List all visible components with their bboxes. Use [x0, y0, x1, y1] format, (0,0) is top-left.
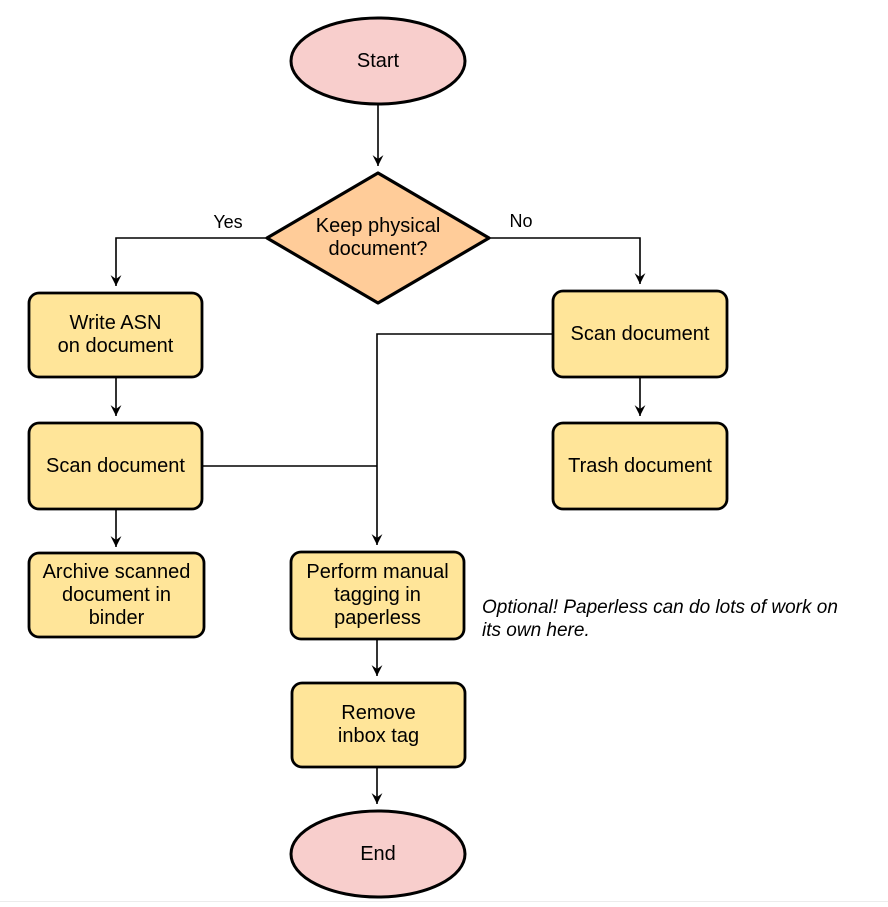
- tagging-node-label: Perform manual tagging in paperless: [306, 561, 449, 629]
- scan-left-node-label: Scan document: [46, 454, 185, 477]
- scan-right-node-shape: [551, 289, 729, 379]
- decision-node-shape: [265, 171, 491, 305]
- start-node-shape: [289, 16, 467, 106]
- edge-decision-yes-to-write-asn: [110, 237, 266, 286]
- optional-annotation-text: Optional! Paperless can do lots of work …: [482, 597, 838, 641]
- archive-node-label: Archive scanned document in binder: [42, 560, 191, 629]
- scan-left-node-shape: [27, 421, 204, 511]
- decision-node-label: Keep physical document?: [315, 215, 441, 260]
- end-node-shape: [289, 809, 467, 899]
- write-asn-node-shape: [27, 291, 204, 379]
- edge-decision-no-to-scan-right: [490, 237, 646, 284]
- end-node-label: End: [360, 842, 396, 865]
- archive-node-shape: [27, 551, 206, 639]
- scan-right-node-label: Scan document: [570, 322, 710, 345]
- trash-node-shape: [551, 421, 729, 511]
- remove-inbox-node-shape: [290, 681, 467, 769]
- start-node-label: Start: [356, 49, 400, 72]
- remove-inbox-node-label: Remove inbox tag: [337, 702, 420, 747]
- trash-node-label: Trash document: [568, 454, 712, 477]
- tagging-node-shape: [289, 550, 466, 641]
- write-asn-node-label: Write ASN on document: [57, 312, 174, 357]
- edge-label-yes: Yes: [213, 212, 243, 232]
- edge-scan-right-to-tagging: [371, 333, 552, 545]
- bottom-divider: [0, 901, 888, 902]
- edge-label-no: No: [509, 211, 533, 231]
